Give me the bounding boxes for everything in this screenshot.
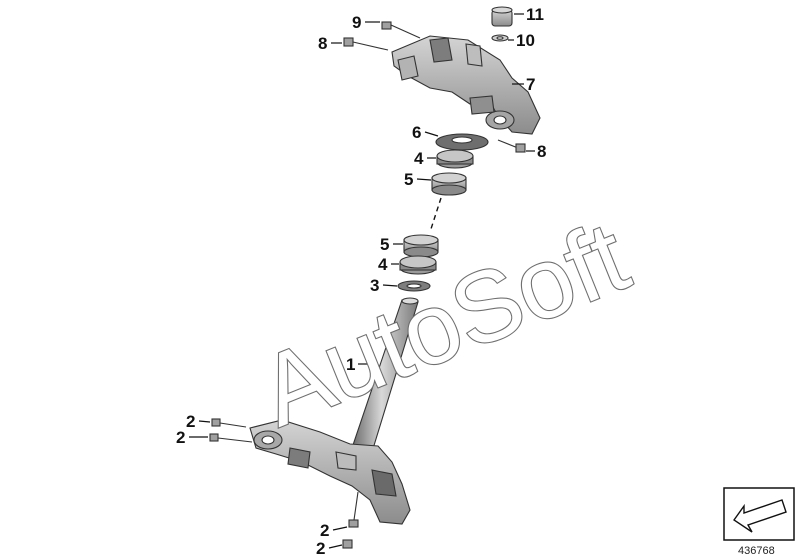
svg-text:9: 9 (352, 13, 361, 32)
bolt-9 (381, 21, 421, 39)
svg-text:5: 5 (404, 170, 413, 189)
svg-text:8: 8 (318, 34, 327, 53)
nut-6 (435, 133, 489, 151)
callout-1: 1 (346, 355, 374, 374)
callout-2-bottom-upper: 2 (320, 521, 348, 540)
svg-text:3: 3 (370, 276, 379, 295)
bolt-2-bottom-upper (348, 491, 359, 528)
bolt-2-left-upper (211, 418, 247, 428)
svg-text:11: 11 (526, 5, 544, 24)
svg-text:2: 2 (316, 539, 325, 558)
svg-text:10: 10 (516, 31, 535, 50)
race-5-upper (431, 172, 467, 196)
lower-triple-clamp (249, 419, 411, 525)
cap-11 (491, 6, 513, 27)
callout-6: 6 (412, 123, 439, 142)
bolt-2-left-lower (209, 433, 253, 443)
callout-2-bottom-lower: 2 (316, 539, 343, 558)
svg-text:2: 2 (176, 428, 185, 447)
callout-2-left-upper: 2 (186, 412, 211, 431)
callout-2-left-lower: 2 (176, 428, 208, 447)
callout-8-upper: 8 (318, 34, 342, 53)
bolt-8-right (497, 139, 526, 153)
callout-9: 9 (352, 13, 380, 32)
callout-8-right: 8 (526, 142, 546, 161)
bolt-2-bottom-lower (342, 539, 353, 549)
svg-text:2: 2 (186, 412, 195, 431)
svg-text:6: 6 (412, 123, 421, 142)
bearing-4-lower (399, 255, 437, 275)
assembly-centerline (429, 197, 442, 233)
callout-4-upper: 4 (414, 149, 436, 168)
callout-5-lower: 5 (380, 235, 403, 254)
bolt-8-upper (343, 37, 389, 51)
document-number: 436768 (738, 545, 775, 557)
seal-3 (397, 280, 431, 292)
orientation-arrow-icon (723, 487, 795, 541)
svg-text:4: 4 (414, 149, 424, 168)
svg-text:8: 8 (537, 142, 546, 161)
race-5-lower (403, 234, 439, 258)
svg-text:1: 1 (346, 355, 355, 374)
svg-text:5: 5 (380, 235, 389, 254)
callout-7: 7 (512, 75, 535, 94)
upper-triple-clamp (391, 35, 541, 135)
svg-text:4: 4 (378, 255, 388, 274)
washer-10 (491, 34, 509, 42)
callout-5-upper: 5 (404, 170, 432, 189)
callout-4-lower: 4 (378, 255, 399, 274)
callout-3: 3 (370, 276, 398, 295)
svg-text:2: 2 (320, 521, 329, 540)
callout-11: 11 (514, 5, 544, 24)
svg-text:7: 7 (526, 75, 535, 94)
watermark: AutoSoft (245, 200, 643, 448)
callout-10: 10 (508, 31, 535, 50)
bearing-4-upper (436, 149, 474, 169)
